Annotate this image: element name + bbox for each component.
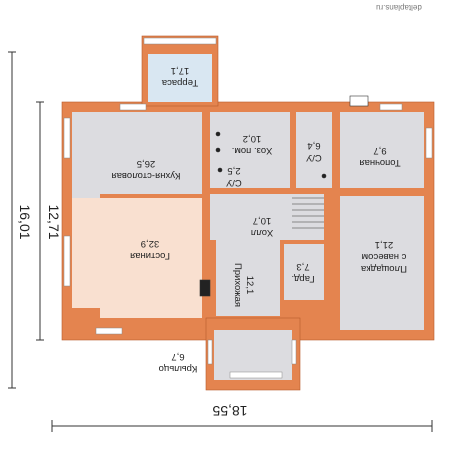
hall-name: Холл	[251, 227, 273, 238]
utility-area: 10,2	[243, 133, 262, 144]
kitchen-name: Кухня-столовая	[112, 170, 181, 181]
wardrobe-name: Гард.	[291, 273, 314, 284]
room-labels: Терраса 17,1 Кухня-столовая 26,5 Хоз. по…	[112, 65, 408, 374]
platform-name-line1: Площадка	[360, 263, 407, 274]
dimension-height-outer: 16,01	[17, 204, 33, 239]
boiler-name: Топочная	[359, 157, 400, 168]
boiler-area: 9,7	[373, 145, 386, 156]
terrace-name: Терраса	[161, 77, 198, 88]
room-fills	[72, 54, 424, 380]
porch-name: Крыльцо	[159, 363, 198, 374]
wc1-name: С/У	[305, 152, 322, 163]
utility-name: Хоз. пом.	[232, 145, 273, 156]
dimension-width: 18,55	[212, 403, 247, 419]
porch-area: 6,7	[171, 351, 184, 362]
windows	[63, 37, 433, 379]
watermark-text: deltaplans.ru	[376, 3, 422, 12]
platform-name-line2: с навесом	[362, 251, 407, 262]
hall-area: 10,7	[253, 215, 272, 226]
wc1-area: 6,4	[307, 140, 320, 151]
wc2-area: 2,5	[227, 165, 240, 176]
platform-area: 21,1	[375, 239, 394, 250]
dimension-height-inner: 12,71	[46, 204, 62, 239]
study-area: 12,1	[244, 276, 255, 295]
living-name: Гостиная	[130, 250, 170, 261]
wardrobe-area: 7,3	[296, 261, 309, 272]
details	[199, 95, 369, 297]
living-area: 32,9	[141, 238, 160, 249]
terrace-area: 17,1	[171, 65, 190, 76]
wc2-name: С/У	[225, 177, 242, 188]
study-name: Прихожая	[232, 263, 243, 307]
dimension-lines	[8, 51, 433, 432]
kitchen-area: 26,5	[137, 158, 156, 169]
